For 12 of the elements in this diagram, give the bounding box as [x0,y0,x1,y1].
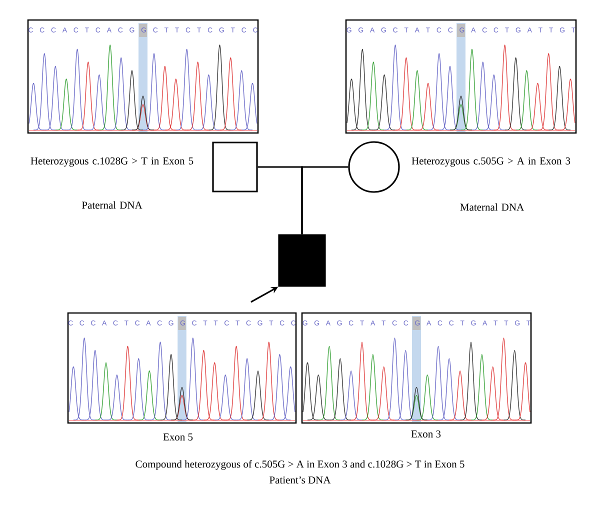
annotation-text: Paternal DNA [82,201,142,209]
caption-text: Exon 5 [163,434,193,440]
caption-text: Compound heterozygous of c.505G > A in Exon 3 and c.1028G > T in Exon 5 [136,460,464,470]
caption-text: Patient’s DNA [270,476,331,484]
caption-text: Exon 3 [411,430,441,438]
relationship-line [301,166,348,234]
annotation-text: Heterozygous c.505G > A in Exon 3 [412,157,570,167]
annotation-text: Maternal DNA [460,203,524,211]
female-circle [348,141,400,193]
male-square [212,142,258,192]
male-square [278,234,326,287]
annotation-text: Heterozygous c.1028G > T in Exon 5 [30,157,194,167]
